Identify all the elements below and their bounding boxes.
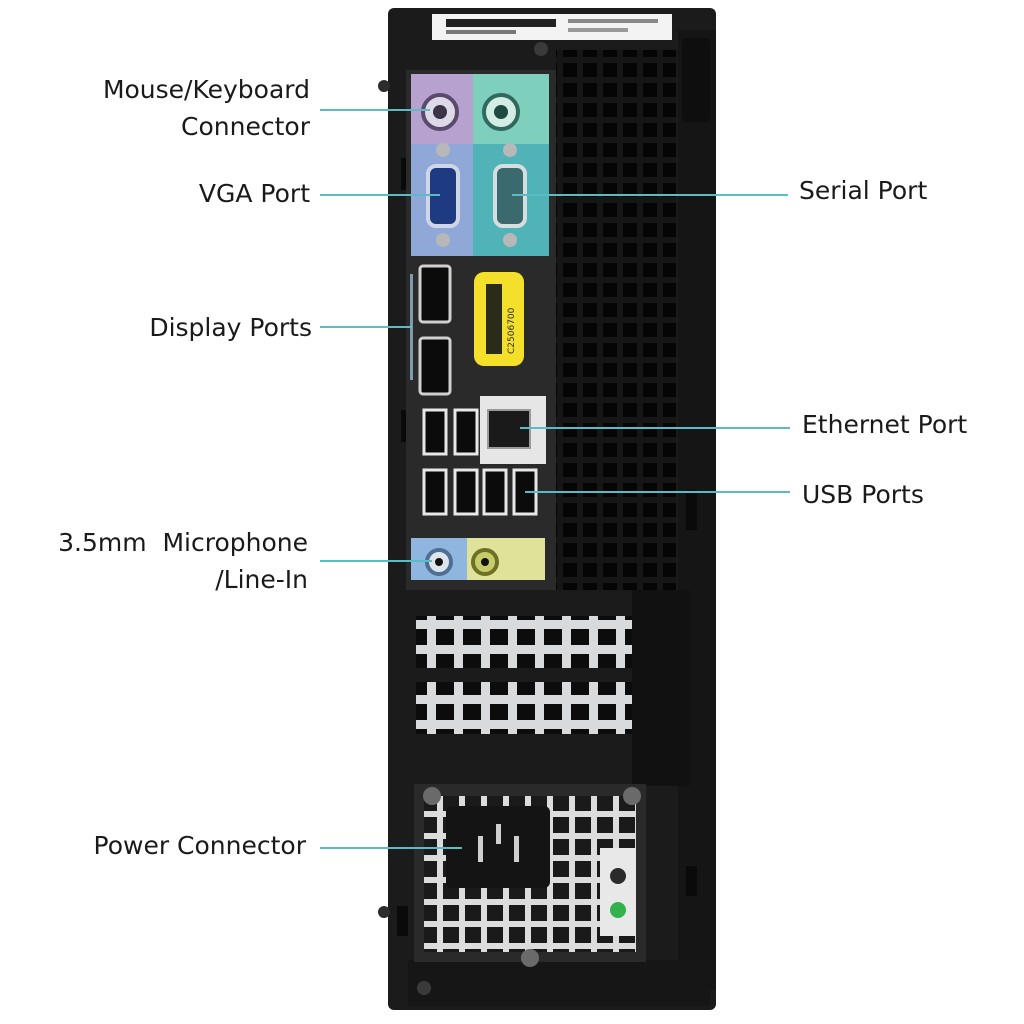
- leader-lines: [320, 109, 790, 849]
- ps2-keyboard-port-pins: [494, 105, 508, 119]
- chassis-bottom-foot: [408, 960, 710, 1006]
- label-microphone-line-in: 3.5mm Microphone /Line-In: [58, 524, 308, 598]
- usb-port-5[interactable]: [482, 468, 508, 516]
- label-line: VGA Port: [198, 179, 310, 208]
- psu-screw: [623, 787, 641, 805]
- label-line: /Line-In: [215, 565, 308, 594]
- label-usb-ports: USB Ports: [802, 476, 924, 513]
- label-ethernet-port: Ethernet Port: [802, 406, 967, 443]
- serial-screw: [503, 143, 517, 157]
- usb-port-2[interactable]: [453, 408, 479, 456]
- audio-jacks: [411, 538, 545, 580]
- chassis-slot: [686, 490, 697, 530]
- psu-test-panel: [600, 848, 636, 936]
- power-connector-pin: [496, 824, 501, 844]
- chassis-screw: [417, 981, 431, 995]
- service-tag-label: [432, 14, 672, 40]
- ps2-ports: [411, 74, 549, 144]
- chassis-knob: [378, 906, 390, 918]
- ethernet-port-group: [480, 396, 546, 464]
- label-line: Power Connector: [93, 831, 306, 860]
- expansion-slot-2: [416, 682, 662, 734]
- barcode-sticker-code: C2506700: [507, 307, 517, 354]
- serial-screw: [503, 233, 517, 247]
- line-out-jack-hole: [481, 558, 489, 566]
- label-line: 3.5mm Microphone: [58, 528, 308, 557]
- vga-screw: [436, 143, 450, 157]
- display-port-1[interactable]: [418, 264, 452, 324]
- label-vga-port: VGA Port: [199, 175, 310, 212]
- label-serial-port: Serial Port: [799, 172, 927, 209]
- psu-screw: [521, 949, 539, 967]
- barcode-sticker: C2506700: [474, 272, 524, 366]
- label-line: Serial Port: [799, 176, 928, 205]
- microphone-jack-hole: [435, 558, 443, 566]
- vent-grill: [556, 50, 676, 590]
- power-connector-pin: [514, 836, 519, 862]
- chassis-slot: [397, 906, 408, 936]
- ps2-mouse-port-pins: [433, 105, 447, 119]
- psu-screw: [423, 787, 441, 805]
- expansion-slot-latch: [632, 590, 690, 786]
- display-port-2[interactable]: [418, 336, 452, 396]
- label-line: Ethernet Port: [802, 410, 968, 439]
- psu-test-button[interactable]: [610, 868, 626, 884]
- expansion-slots: [416, 590, 690, 786]
- power-supply: [414, 784, 646, 967]
- label-line: Connector: [181, 112, 310, 141]
- expansion-slot-1: [416, 616, 662, 668]
- power-connector-pin: [478, 836, 483, 862]
- usb-port-4[interactable]: [453, 468, 479, 516]
- label-mouse-keyboard-connector: Mouse/Keyboard Connector: [103, 71, 310, 145]
- chassis-screw: [534, 42, 548, 56]
- psu-status-led: [610, 902, 626, 918]
- label-line: Mouse/Keyboard: [102, 75, 310, 104]
- chassis-handle: [682, 38, 710, 122]
- power-connector[interactable]: [446, 806, 550, 888]
- chassis-knob: [378, 80, 390, 92]
- usb-port-3[interactable]: [422, 468, 448, 516]
- usb-port-1[interactable]: [422, 408, 448, 456]
- label-line: USB Ports: [802, 480, 924, 509]
- chassis-slot: [686, 866, 697, 896]
- label-power-connector: Power Connector: [94, 827, 306, 864]
- vga-serial-ports: [411, 143, 549, 256]
- label-display-ports: Display Ports: [149, 309, 312, 346]
- label-line: Display Ports: [149, 313, 312, 342]
- vga-screw: [436, 233, 450, 247]
